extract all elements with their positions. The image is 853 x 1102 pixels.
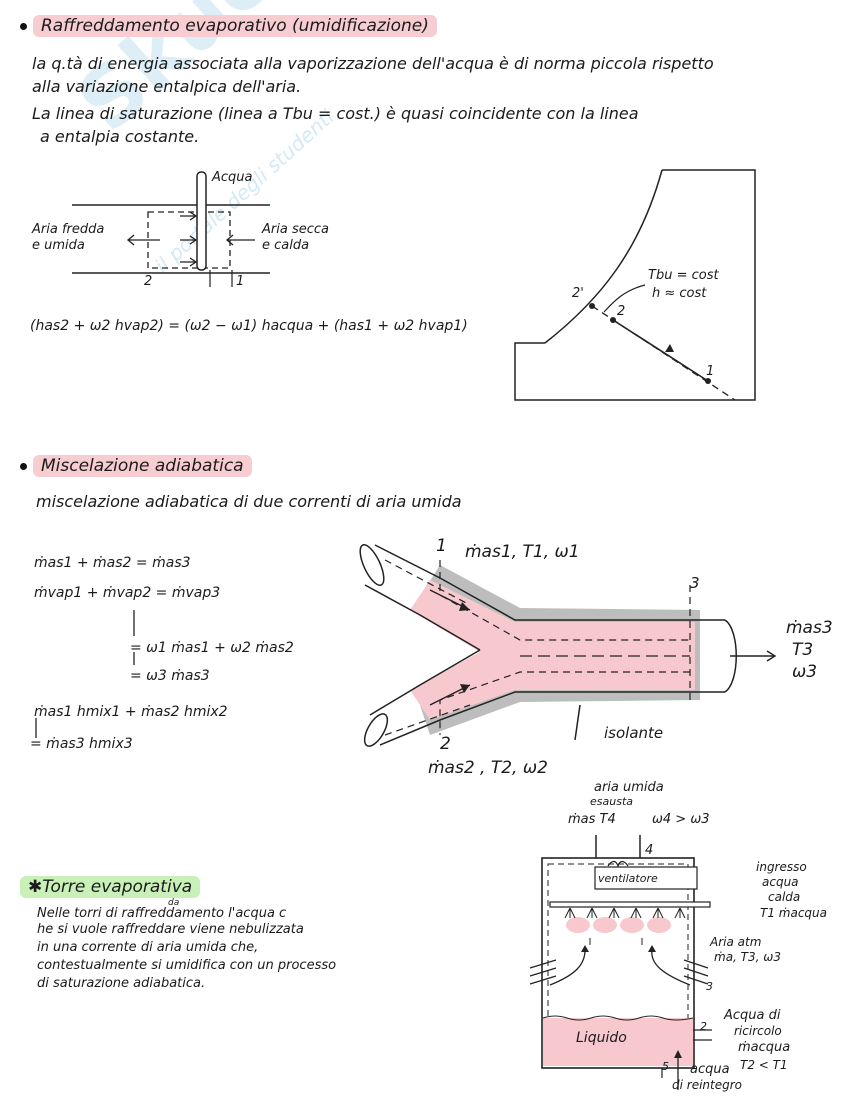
inlet-1-variables: ṁas1, T1, ω1 <box>465 542 580 562</box>
recirc-label-2: ricircolo <box>734 1024 782 1038</box>
section-title-adiabatic-mixing: Miscelazione adiabatica <box>20 455 252 477</box>
mass-balance-vapour: ṁvap1 + ṁvap2 = ṁvap3 <box>34 585 221 601</box>
tower-point-4: 4 <box>645 843 654 858</box>
vapour-eq-omega: = ω1 ṁas1 + ω2 ṁas2 <box>130 640 294 656</box>
sec3-text-insert: da <box>168 898 180 908</box>
energy-balance-mix: ṁas1 hmix1 + ṁas2 hmix2 <box>34 704 228 720</box>
chart-point-1: 1 <box>706 364 715 379</box>
sec3-text-line-5: di saturazione adiabatica. <box>37 976 206 991</box>
inlet-2-variables: ṁas2 , T2, ω2 <box>428 758 548 778</box>
mass-balance-dry-air: ṁas1 + ṁas2 = ṁas3 <box>34 555 191 571</box>
sec1-text-line-4: a entalpia costante. <box>40 127 200 146</box>
recirc-label-1: Acqua di <box>724 1008 781 1023</box>
sec2-subtitle: miscelazione adiabatica di due correnti … <box>36 492 462 511</box>
sec3-text-line-4: contestualmente si umidifica con un proc… <box>37 958 337 973</box>
outlet-humidity: ω3 <box>792 662 818 682</box>
hot-water-label-3: calda <box>768 890 801 904</box>
outlet-mass-flow: ṁas3 <box>786 618 833 638</box>
tower-exhaust-label-1: aria umida <box>594 780 664 795</box>
atm-air-label-2: ṁa, T3, ω3 <box>714 950 781 964</box>
bullet-icon <box>20 462 27 470</box>
fan-label: ventilatore <box>598 872 658 885</box>
chart-point-2-prime: 2' <box>572 286 584 301</box>
liquid-label: Liquido <box>576 1030 627 1046</box>
hot-water-label-4: T1 ṁacqua <box>760 906 827 920</box>
inlet-2-number: 2 <box>440 734 451 754</box>
tower-exhaust-label-4: ω4 > ω3 <box>652 812 710 827</box>
label-cold-humid-air-1: Aria fredda <box>32 222 105 237</box>
label-point-1: 1 <box>236 274 245 289</box>
section-title-cooling-tower: ✱Torre evaporativa <box>20 876 201 898</box>
sec3-text-line-1: Nelle torri di raffreddamento l'acqua c <box>37 906 287 921</box>
hot-water-label-2: acqua <box>762 875 799 889</box>
inlet-1-number: 1 <box>436 536 447 556</box>
atm-air-label-1: Aria atm <box>710 935 762 949</box>
label-dry-hot-air-1: Aria secca <box>262 222 329 237</box>
label-dry-hot-air-2: e calda <box>262 238 310 253</box>
makeup-water-label-1: acqua <box>690 1062 730 1077</box>
outlet-number: 3 <box>690 574 700 592</box>
vapour-eq-omega3: = ω3 ṁas3 <box>130 668 210 684</box>
hot-water-label-1: ingresso <box>756 860 807 874</box>
label-water: Acqua <box>212 170 253 185</box>
sec1-text-line-2: alla variazione entalpica dell'aria. <box>32 77 302 96</box>
makeup-water-label-2: di reintegro <box>672 1078 743 1092</box>
energy-balance-equation: (has2 + ω2 hvap2) = (ω2 − ω1) hacqua + (… <box>30 318 468 334</box>
section-title-evaporative-cooling: Raffreddamento evaporativo (umidificazio… <box>20 15 437 37</box>
sec3-text-line-3: in una corrente di aria umida che, <box>37 940 259 955</box>
bullet-icon <box>20 22 27 30</box>
asterisk-icon: ✱ <box>28 877 43 897</box>
tower-exhaust-label-3: ṁas T4 <box>568 812 616 827</box>
insulation-label: isolante <box>604 724 664 742</box>
label-point-2: 2 <box>144 274 153 289</box>
tower-exhaust-label-2: esausta <box>590 795 633 808</box>
chart-note-tbu: Tbu = cost <box>648 268 719 283</box>
sec3-text-line-2: he si vuole raffreddare viene nebulizzat… <box>37 922 304 937</box>
tower-point-2: 2 <box>700 1020 707 1033</box>
sec1-text-line-3: La linea di saturazione (linea a Tbu = c… <box>32 104 639 123</box>
tower-point-3: 3 <box>706 980 713 993</box>
recirc-label-4: T2 < T1 <box>740 1058 788 1072</box>
chart-note-h: h ≈ cost <box>652 286 707 301</box>
label-cold-humid-air-2: e umida <box>32 238 85 253</box>
outlet-temperature: T3 <box>792 640 814 660</box>
chart-point-2: 2 <box>617 304 626 319</box>
tower-point-5: 5 <box>662 1060 669 1073</box>
recirc-label-3: ṁacqua <box>738 1040 791 1055</box>
sec1-text-line-1: la q.tà di energia associata alla vapori… <box>32 54 714 73</box>
energy-balance-mix-result: = ṁas3 hmix3 <box>30 736 133 752</box>
